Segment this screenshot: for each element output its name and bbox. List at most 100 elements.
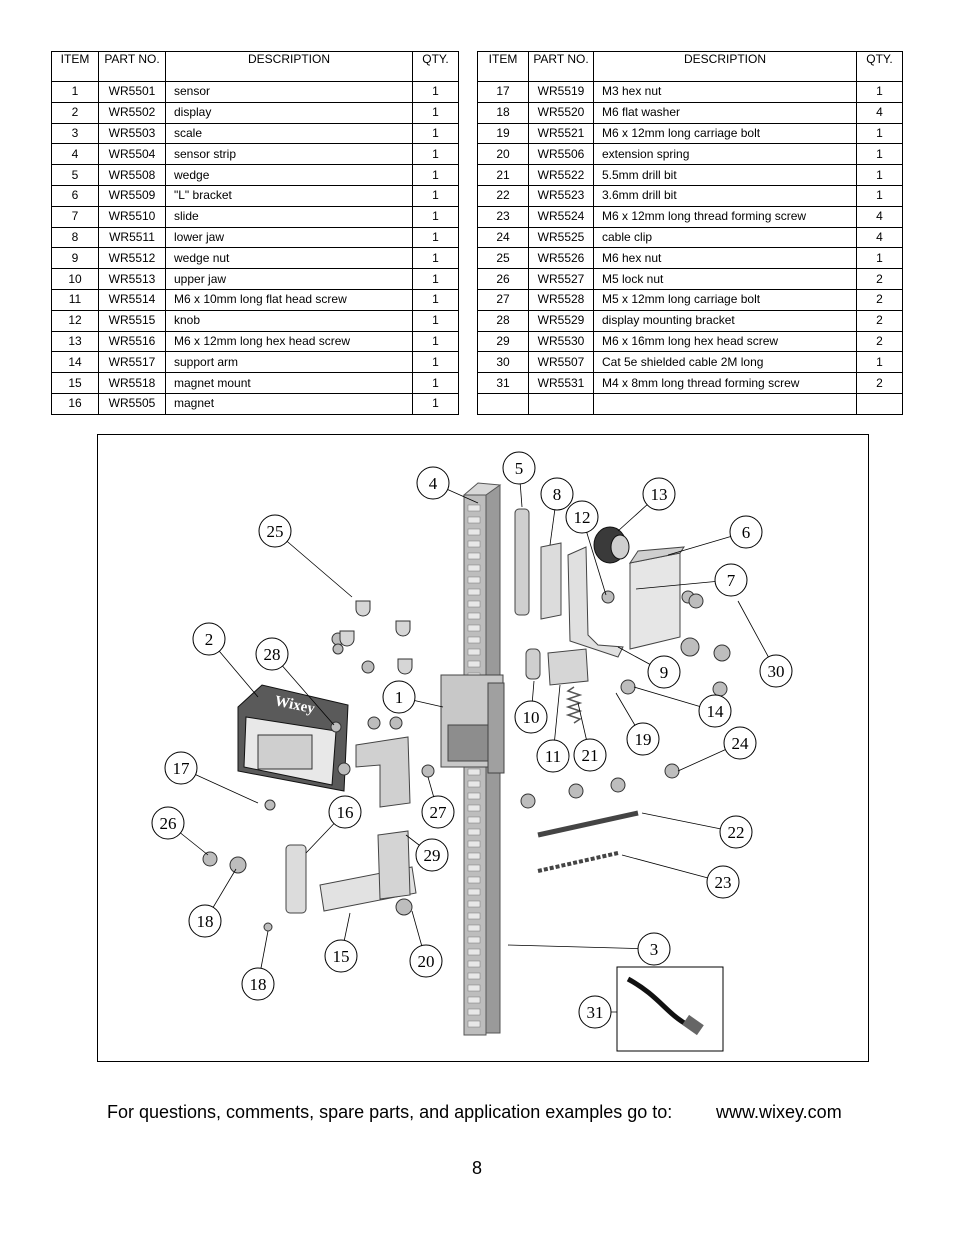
- part-number-cell: WR5521: [528, 122, 594, 145]
- description-cell: upper jaw: [165, 268, 413, 290]
- callout-label: 22: [728, 823, 745, 842]
- description-cell: magnet mount: [165, 372, 413, 394]
- description-cell: wedge nut: [165, 247, 413, 270]
- qty-cell: 1: [856, 164, 903, 186]
- spring-part: [565, 686, 583, 724]
- table-row: [477, 392, 903, 415]
- callout-label: 11: [545, 747, 561, 766]
- qty-cell: 1: [412, 351, 459, 374]
- description-cell: 3.6mm drill bit: [593, 184, 857, 207]
- part-number-cell: WR5527: [528, 268, 594, 290]
- callout-circle: [578, 995, 612, 1029]
- item-cell: 16: [51, 392, 99, 415]
- qty-cell: [856, 392, 903, 415]
- item-cell: 13: [51, 330, 99, 353]
- callout-circle: [258, 514, 292, 548]
- sensor-block: [440, 674, 505, 774]
- item-cell: 10: [51, 268, 99, 290]
- callout-label: 9: [660, 663, 669, 682]
- description-cell: sensor strip: [165, 143, 413, 166]
- callout-circle: [565, 500, 599, 534]
- qty-cell: 1: [412, 268, 459, 290]
- callout-circle: [706, 865, 740, 899]
- display-bracket-part: [355, 736, 411, 808]
- callout-label: 5: [515, 459, 524, 478]
- item-cell: 5: [51, 164, 99, 186]
- hardware-part: [520, 793, 536, 809]
- qty-cell: 1: [412, 205, 459, 228]
- callout-circle: [637, 932, 671, 966]
- part-number-cell: WR5510: [98, 205, 166, 228]
- callout-circle: [416, 466, 450, 500]
- part-number-cell: WR5514: [98, 288, 166, 311]
- item-cell: 8: [51, 226, 99, 249]
- slide-part: [540, 542, 562, 620]
- table-header-row: ITEM PART NO. DESCRIPTION QTY.: [51, 51, 459, 82]
- part-number-cell: WR5516: [98, 330, 166, 353]
- callout-label: 6: [742, 523, 751, 542]
- callout-label: 14: [707, 702, 725, 721]
- callout-label: 24: [732, 734, 750, 753]
- part-number-cell: WR5502: [98, 101, 166, 124]
- callout-circle: [415, 838, 449, 872]
- l-bracket-part: [628, 546, 685, 650]
- qty-cell: 2: [856, 372, 903, 394]
- hardware-part: [395, 898, 413, 916]
- callout-circle: [514, 700, 548, 734]
- item-cell: 14: [51, 351, 99, 374]
- qty-cell: 1: [412, 143, 459, 166]
- callout-label: 16: [337, 803, 354, 822]
- part-number-cell: WR5509: [98, 184, 166, 207]
- callout-label: 21: [582, 746, 599, 765]
- qty-cell: 1: [412, 392, 459, 415]
- callout-label: 31: [587, 1003, 604, 1022]
- part-number-cell: WR5519: [528, 81, 594, 103]
- description-cell: M6 x 12mm long carriage bolt: [593, 122, 857, 145]
- part-number-cell: WR5531: [528, 372, 594, 394]
- hardware-part: [680, 637, 700, 657]
- hardware-part: [664, 763, 680, 779]
- callout-circle: [241, 967, 275, 1001]
- item-cell: 7: [51, 205, 99, 228]
- part-number-cell: WR5526: [528, 247, 594, 270]
- item-cell: 3: [51, 122, 99, 145]
- callout-circle: [759, 654, 793, 688]
- qty-cell: 1: [412, 309, 459, 332]
- part-number-cell: WR5520: [528, 101, 594, 124]
- item-cell: 31: [477, 372, 529, 394]
- callout-label: 17: [173, 759, 191, 778]
- part-number-cell: WR5513: [98, 268, 166, 290]
- part-number-cell: WR5525: [528, 226, 594, 249]
- magnet-mount-part: [285, 844, 307, 914]
- callout-circle: [540, 477, 574, 511]
- qty-cell: 2: [856, 330, 903, 353]
- description-cell: extension spring: [593, 143, 857, 166]
- col-header-qty: QTY.: [856, 51, 903, 82]
- part-number-cell: WR5511: [98, 226, 166, 249]
- cable-clip-part: [395, 620, 411, 637]
- callout-circle: [719, 815, 753, 849]
- description-cell: M6 x 12mm long hex head screw: [165, 330, 413, 353]
- item-cell: 20: [477, 143, 529, 166]
- drill-bit-36-part: [537, 851, 619, 873]
- item-cell: 29: [477, 330, 529, 353]
- cable-clip-part: [339, 630, 355, 647]
- lower-jaw-part: [567, 546, 624, 658]
- qty-cell: 4: [856, 205, 903, 228]
- callout-circle: [723, 726, 757, 760]
- part-number-cell: WR5515: [98, 309, 166, 332]
- callout-label: 26: [160, 814, 177, 833]
- qty-cell: 1: [856, 81, 903, 103]
- leader-line: [621, 854, 724, 883]
- website-link[interactable]: www.wixey.com: [716, 1102, 842, 1122]
- description-cell: M6 hex nut: [593, 247, 857, 270]
